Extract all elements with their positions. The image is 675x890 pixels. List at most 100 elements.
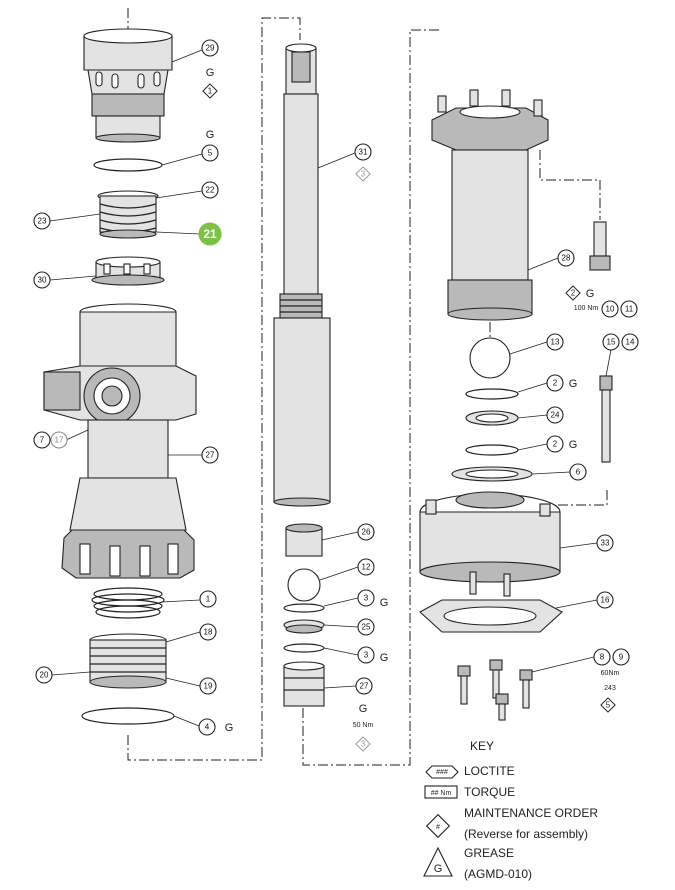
- callout-8: 8: [593, 648, 611, 666]
- callout-label: 15: [607, 338, 616, 347]
- callout-13: 13: [546, 333, 564, 351]
- grease-mark: G: [206, 67, 215, 79]
- loctite-symbol-text: ###: [436, 769, 448, 776]
- callout-circle: [33, 431, 51, 449]
- gasket-part-6: [451, 466, 533, 482]
- callout-label: 17: [55, 436, 64, 445]
- callout-label: 3: [364, 594, 369, 603]
- callout-label: 14: [626, 338, 635, 347]
- callout-label: 27: [206, 451, 215, 460]
- callout-28: 28: [557, 249, 575, 267]
- order-diamond: [600, 697, 616, 713]
- callout-24: 24: [546, 406, 564, 424]
- callout-label: 2: [553, 379, 558, 388]
- key-grease: GREASE: [464, 846, 514, 860]
- callout-3: 3: [357, 646, 375, 664]
- callout-label: 25: [362, 623, 371, 632]
- maintenance-order-mark: 3: [355, 736, 371, 752]
- maintenance-order-mark: 5: [600, 697, 616, 713]
- callout-label: 4: [205, 723, 210, 732]
- callout-33: 33: [596, 534, 614, 552]
- grease-mark: G: [225, 722, 234, 734]
- callout-label: 29: [206, 44, 215, 53]
- callout-circle: [355, 677, 373, 695]
- o-ring-part-3-upper: [283, 603, 325, 613]
- key-torque: TORQUE: [464, 785, 515, 799]
- bolts-part-8-9: [457, 659, 533, 721]
- callout-19: 19: [199, 677, 217, 695]
- callout-circle: [201, 144, 219, 162]
- callout-label: 18: [204, 628, 213, 637]
- gasket-part-16: [419, 599, 563, 633]
- callout-circle: [357, 589, 375, 607]
- maintenance-order-mark: 1: [202, 83, 218, 99]
- callout-circle: [546, 435, 564, 453]
- o-ring-part-2-lower: [465, 444, 519, 456]
- assembly-path-lines: [127, 8, 608, 766]
- callout-circle: [620, 300, 638, 318]
- callout-label: 26: [362, 528, 371, 537]
- callout-circle: [593, 648, 611, 666]
- callout-circle: [33, 212, 51, 230]
- cap-part-29: [83, 28, 173, 143]
- callout-label: 11: [625, 305, 634, 314]
- callout-12: 12: [357, 558, 375, 576]
- callout-circle: [602, 333, 620, 351]
- callout-3: 3: [357, 589, 375, 607]
- callout-label: 31: [359, 148, 368, 157]
- callout-29: 29: [201, 39, 219, 57]
- callout-label: 9: [619, 653, 624, 662]
- callout-label: 1: [206, 595, 211, 604]
- callout-11: 11: [620, 300, 638, 318]
- callout-circle: [33, 271, 51, 289]
- grease-symbol-text: G: [434, 863, 443, 875]
- torque-value: 60Nm: [601, 670, 620, 677]
- torque-symbol-text: ## Nm: [431, 790, 452, 797]
- legend-key: KEY ### LOCTITE ## Nm TORQUE # MAINTENAN…: [423, 739, 598, 881]
- callout-20: 20: [35, 666, 53, 684]
- seat-part-24: [465, 410, 519, 426]
- callout-label: 6: [576, 468, 581, 477]
- callout-label: 22: [206, 186, 215, 195]
- callout-label: 7: [40, 436, 45, 445]
- callout-label: 24: [551, 411, 560, 420]
- loctite-symbol: ###: [425, 765, 459, 779]
- callout-1: 1: [199, 590, 217, 608]
- callout-26: 26: [357, 523, 375, 541]
- callout-9: 9: [612, 648, 630, 666]
- callout-27: 27: [201, 446, 219, 464]
- callout-23: 23: [33, 212, 51, 230]
- grease-mark: G: [586, 288, 595, 300]
- base-part-33: [419, 491, 561, 597]
- callout-label: 3: [364, 651, 369, 660]
- nut-part-30: [91, 256, 165, 286]
- order-number: 5: [606, 701, 611, 710]
- maintenance-order-mark: 3: [355, 166, 371, 182]
- pin-part-14-15: [599, 375, 613, 463]
- callout-label: 21: [203, 227, 217, 241]
- callout-circle: [569, 463, 587, 481]
- callout-30: 30: [33, 271, 51, 289]
- callout-25: 25: [357, 618, 375, 636]
- callout-circle: [201, 181, 219, 199]
- grease-symbol: G: [423, 846, 453, 877]
- leader-lines: [49, 49, 612, 727]
- shaft-sleeve-end: [273, 497, 331, 507]
- nut-part-27: [283, 661, 325, 707]
- key-title: KEY: [470, 739, 494, 753]
- callout-circle: [596, 591, 614, 609]
- order-number: 3: [361, 170, 366, 179]
- key-loctite: LOCTITE: [464, 764, 515, 778]
- callout-label: 5: [208, 149, 213, 158]
- callout-5: 5: [201, 144, 219, 162]
- callout-circle: [621, 333, 639, 351]
- callout-6: 6: [569, 463, 587, 481]
- valve-body-part-27: [43, 303, 197, 579]
- bolt-part-10-11: [589, 221, 611, 271]
- callout-circle: [546, 333, 564, 351]
- callout-18: 18: [199, 623, 217, 641]
- callout-22: 22: [201, 181, 219, 199]
